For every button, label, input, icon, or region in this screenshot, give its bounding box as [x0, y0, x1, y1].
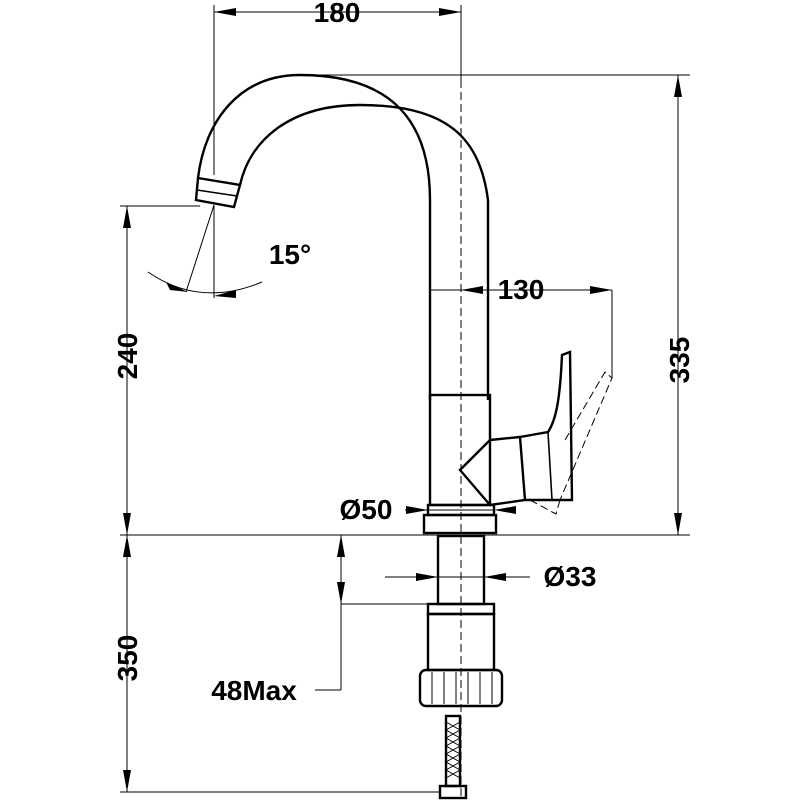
- handle-lever-face: [547, 431, 553, 501]
- aerator: [194, 176, 242, 209]
- spout-inner-curve: [238, 103, 490, 400]
- dim-swivel-angle: 15°: [147, 204, 311, 298]
- aerator-ring: [196, 189, 238, 197]
- hose-braid: [445, 721, 461, 779]
- spout-height-label: 240: [112, 333, 143, 380]
- handle-alt-position: [559, 371, 613, 501]
- handle-alt-tip: [529, 499, 561, 515]
- dim-base-diameter: Ø50: [340, 494, 516, 525]
- fixing-nut-base: [418, 668, 504, 708]
- dim-handle-reach: 130: [430, 274, 613, 378]
- swivel-angle-label: 15°: [269, 239, 311, 270]
- total-height-label: 335: [664, 337, 695, 384]
- base-diameter-label: Ø50: [340, 494, 393, 525]
- dim-total-height: 335: [300, 74, 695, 535]
- faucet-outline: [194, 73, 613, 800]
- shank: [436, 534, 486, 606]
- dim-spout-height: 240: [112, 205, 200, 535]
- handle-reach-label: 130: [498, 274, 545, 305]
- handle-lever: [519, 350, 574, 502]
- dim-deck-thickness: 48Max: [211, 535, 428, 706]
- spout-outer-curve: [196, 73, 432, 400]
- base-ring: [422, 513, 498, 535]
- deck-thickness-label: 48Max: [211, 675, 297, 706]
- dim-below-deck-length: 350: [112, 535, 440, 793]
- hose-end-fitting: [438, 784, 468, 800]
- nut-knurling: [431, 672, 493, 704]
- handle-housing: [458, 435, 527, 507]
- shank-diameter-label: Ø33: [544, 561, 597, 592]
- dim-spout-reach: 180: [213, 0, 462, 175]
- dim-shank-diameter: Ø33: [385, 561, 596, 592]
- spout-reach-label: 180: [314, 0, 361, 28]
- below-deck-length-label: 350: [112, 635, 143, 682]
